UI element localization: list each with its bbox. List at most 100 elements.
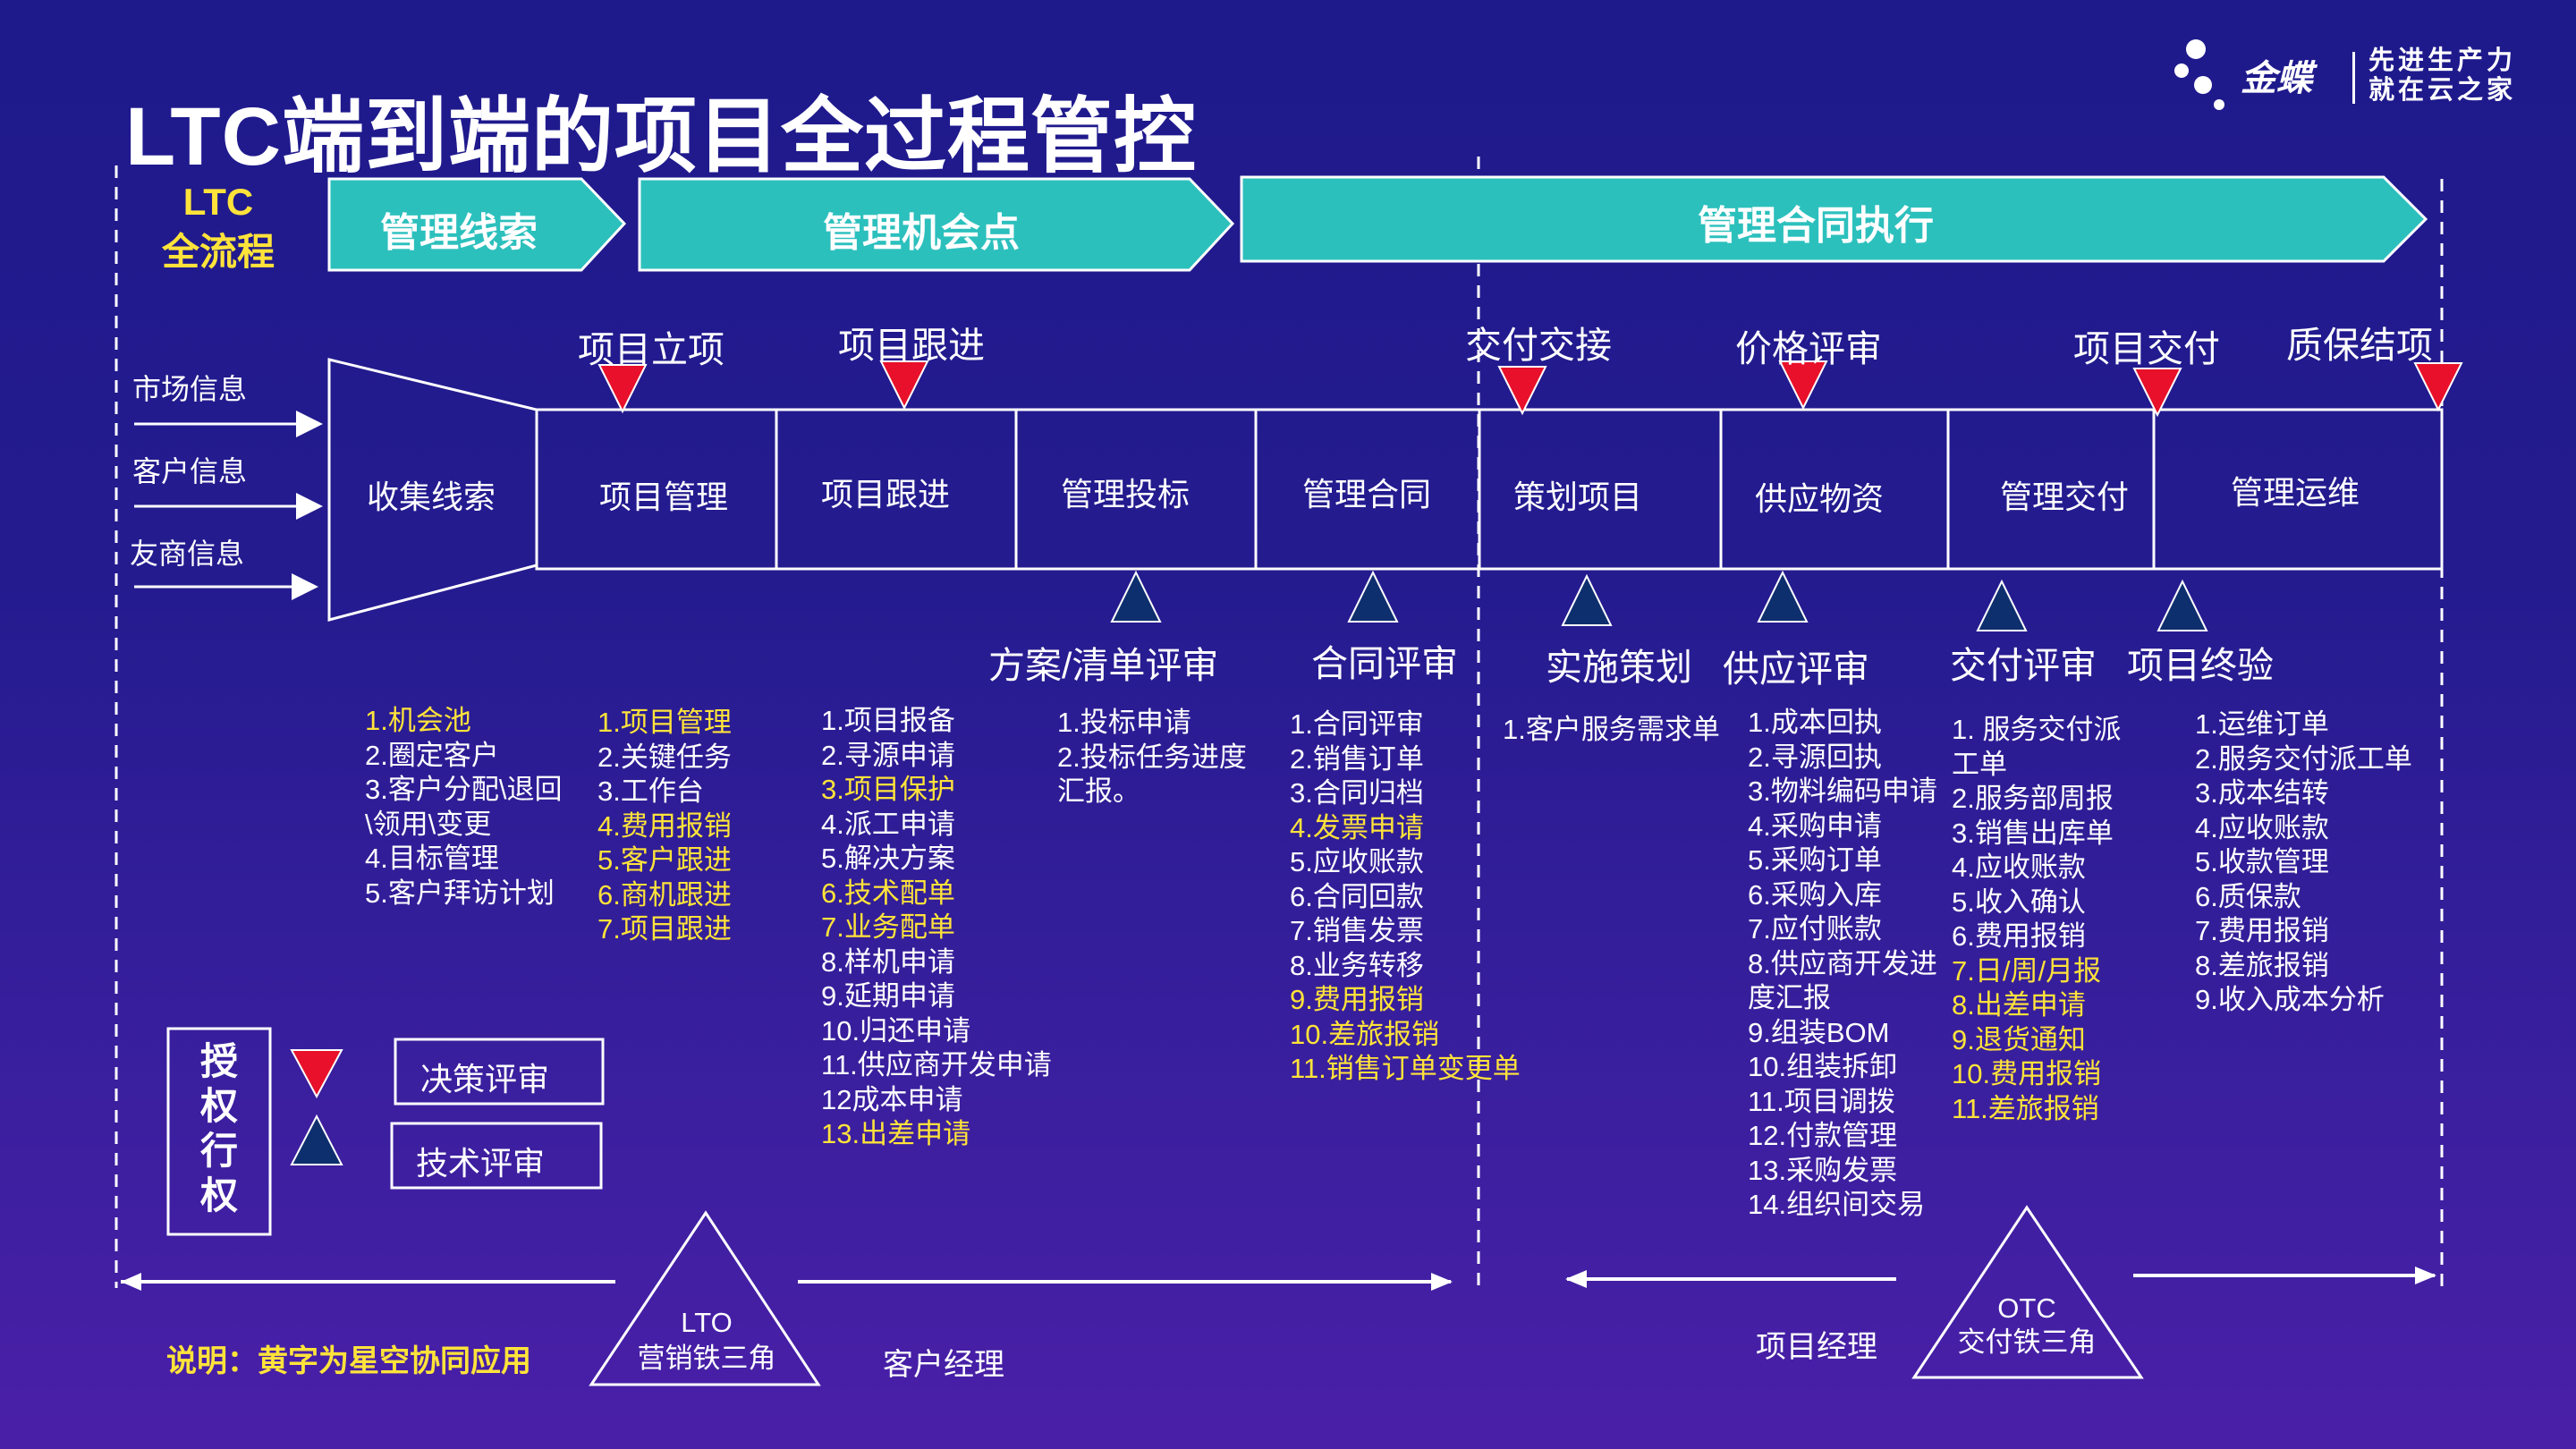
otc-triangle-line1: OTC	[1997, 1292, 2056, 1324]
decision-label-4: 价格评审	[1735, 328, 1882, 369]
list-item: 11.差旅报销	[1952, 1092, 2099, 1124]
decision-label-1: 项目立项	[578, 329, 724, 370]
list-item: 7.项目跟进	[597, 913, 732, 945]
list-item: 4.应收账款	[1952, 852, 2086, 883]
list-item: 9.费用报销	[1290, 984, 1424, 1015]
ltc-label-line2: 全流程	[161, 231, 275, 273]
list-item: 6.费用报销	[1952, 920, 2086, 952]
decision-marker-1	[597, 364, 648, 414]
decision-markers	[597, 360, 2463, 418]
list-item: 1.合同评审	[1290, 708, 1424, 740]
phase-arrow-3	[1240, 175, 2428, 263]
list-item: 3.项目保护	[821, 774, 955, 805]
list-item: 2.销售订单	[1290, 742, 1424, 775]
legend-tech-marker	[290, 1114, 343, 1165]
list-item: 1.投标申请	[1057, 707, 1191, 738]
list-item: 3.客户分配\退回	[365, 774, 563, 805]
list-item: 2.服务部周报	[1952, 783, 2114, 814]
list-item: 10.费用报销	[1952, 1058, 2102, 1089]
legend-tech-label: 技术评审	[416, 1145, 546, 1182]
list-item: 8.业务转移	[1290, 949, 1424, 981]
list-item: 5.应收账款	[1290, 846, 1424, 877]
list-item: 3.物料编码申请	[1748, 775, 1937, 807]
stage-collect-leads: 收集线索	[367, 479, 496, 515]
brand-divider	[2352, 52, 2355, 104]
list-item: 7.费用报销	[2195, 915, 2329, 946]
list-item: 11.项目调拨	[1748, 1085, 1895, 1117]
list-item: 4.应收账款	[2195, 811, 2329, 843]
page-title: LTC端到端的项目全过程管控	[125, 91, 1198, 182]
tech-marker-4	[1757, 570, 1809, 623]
list-item: 3.销售出库单	[1952, 817, 2114, 849]
legend-decision-box	[394, 1038, 605, 1106]
lto-triangle	[589, 1210, 821, 1386]
lto-triangle-line2: 营销铁三角	[637, 1343, 776, 1374]
list-item: 5.收入确认	[1952, 886, 2086, 918]
decision-label-3: 交付交接	[1465, 325, 1612, 366]
list-item: 2.投标任务进度	[1057, 741, 1247, 773]
list-item: 8.出差申请	[1952, 989, 2086, 1021]
legend-decision-marker	[290, 1049, 343, 1099]
list-item: 4.采购申请	[1748, 809, 1882, 842]
list-item: 6.商机跟进	[597, 878, 732, 911]
footnote: 说明：黄字为星空协同应用	[166, 1344, 531, 1378]
decision-label-6: 质保结项	[2286, 325, 2433, 366]
input-label-competitor: 友商信息	[130, 538, 245, 570]
stage-boxes	[535, 408, 2444, 571]
tech-markers	[1110, 570, 2208, 631]
list-item: 4.发票申请	[1290, 811, 1424, 843]
list-item: 4.目标管理	[365, 843, 499, 874]
list-item: 5.收款管理	[2195, 846, 2329, 877]
auth-box	[166, 1027, 272, 1236]
list-item: 10.归还申请	[821, 1014, 971, 1046]
list-item: 12.付款管理	[1748, 1120, 1898, 1151]
list-item: 3.合同归档	[1290, 777, 1424, 809]
list-item: 1.项目报备	[821, 705, 955, 736]
list-item: 6.质保款	[2195, 880, 2301, 912]
list-item: 4.派工申请	[821, 808, 955, 840]
list-item: 13.出差申请	[821, 1118, 971, 1149]
list-item: 7.业务配单	[821, 911, 955, 943]
list-item: 2.圈定客户	[365, 739, 499, 771]
list-item: 9.退货通知	[1952, 1023, 2086, 1055]
list-item: 1.机会池	[365, 705, 471, 736]
phase-label-1: 管理线索	[380, 211, 538, 255]
role-customer-manager: 客户经理	[883, 1348, 1004, 1382]
list-item: 13.采购发票	[1748, 1154, 1898, 1186]
phase-label-3: 管理合同执行	[1698, 204, 1934, 248]
list-item: 5.客户跟进	[597, 844, 732, 876]
list-item: 5.采购订单	[1748, 844, 1882, 876]
list-item: 5.客户拜访计划	[365, 877, 555, 909]
list-item: 9.收入成本分析	[2195, 984, 2385, 1015]
list-item: 工单	[1952, 748, 2007, 780]
list-item: 1.项目管理	[597, 707, 732, 738]
decision-marker-6	[2413, 362, 2463, 412]
tech-marker-6	[2157, 579, 2208, 631]
list-item: 6.采购入库	[1748, 878, 1882, 911]
brand-slogan-line1: 先进生产力	[2368, 47, 2517, 75]
list-item: 8.差旅报销	[2195, 949, 2329, 981]
list-item: 1. 服务交付派	[1952, 714, 2122, 745]
list-item: 11.供应商开发申请	[821, 1049, 1052, 1080]
list-item: 2.服务交付派工单	[2195, 742, 2412, 775]
list-item: 12成本申请	[821, 1083, 963, 1115]
list-item: 8.供应商开发进	[1748, 947, 1937, 979]
input-label-customer: 客户信息	[132, 455, 248, 487]
tech-marker-1	[1110, 570, 1162, 623]
list-item: 5.解决方案	[821, 843, 955, 874]
otc-triangle-line2: 交付铁三角	[1957, 1326, 2097, 1358]
tech-label-5: 交付评审	[1950, 645, 2097, 686]
tech-label-1: 方案/清单评审	[988, 645, 1219, 686]
input-label-market: 市场信息	[132, 373, 248, 405]
list-item: 度汇报	[1748, 982, 1831, 1013]
list-item: 7.日/周/月报	[1952, 954, 2102, 987]
list-item: 2.寻源回执	[1748, 741, 1882, 773]
list-item: \领用\变更	[365, 808, 492, 840]
tech-marker-2	[1347, 570, 1399, 623]
list-item: 11.销售订单变更单	[1290, 1053, 1521, 1084]
